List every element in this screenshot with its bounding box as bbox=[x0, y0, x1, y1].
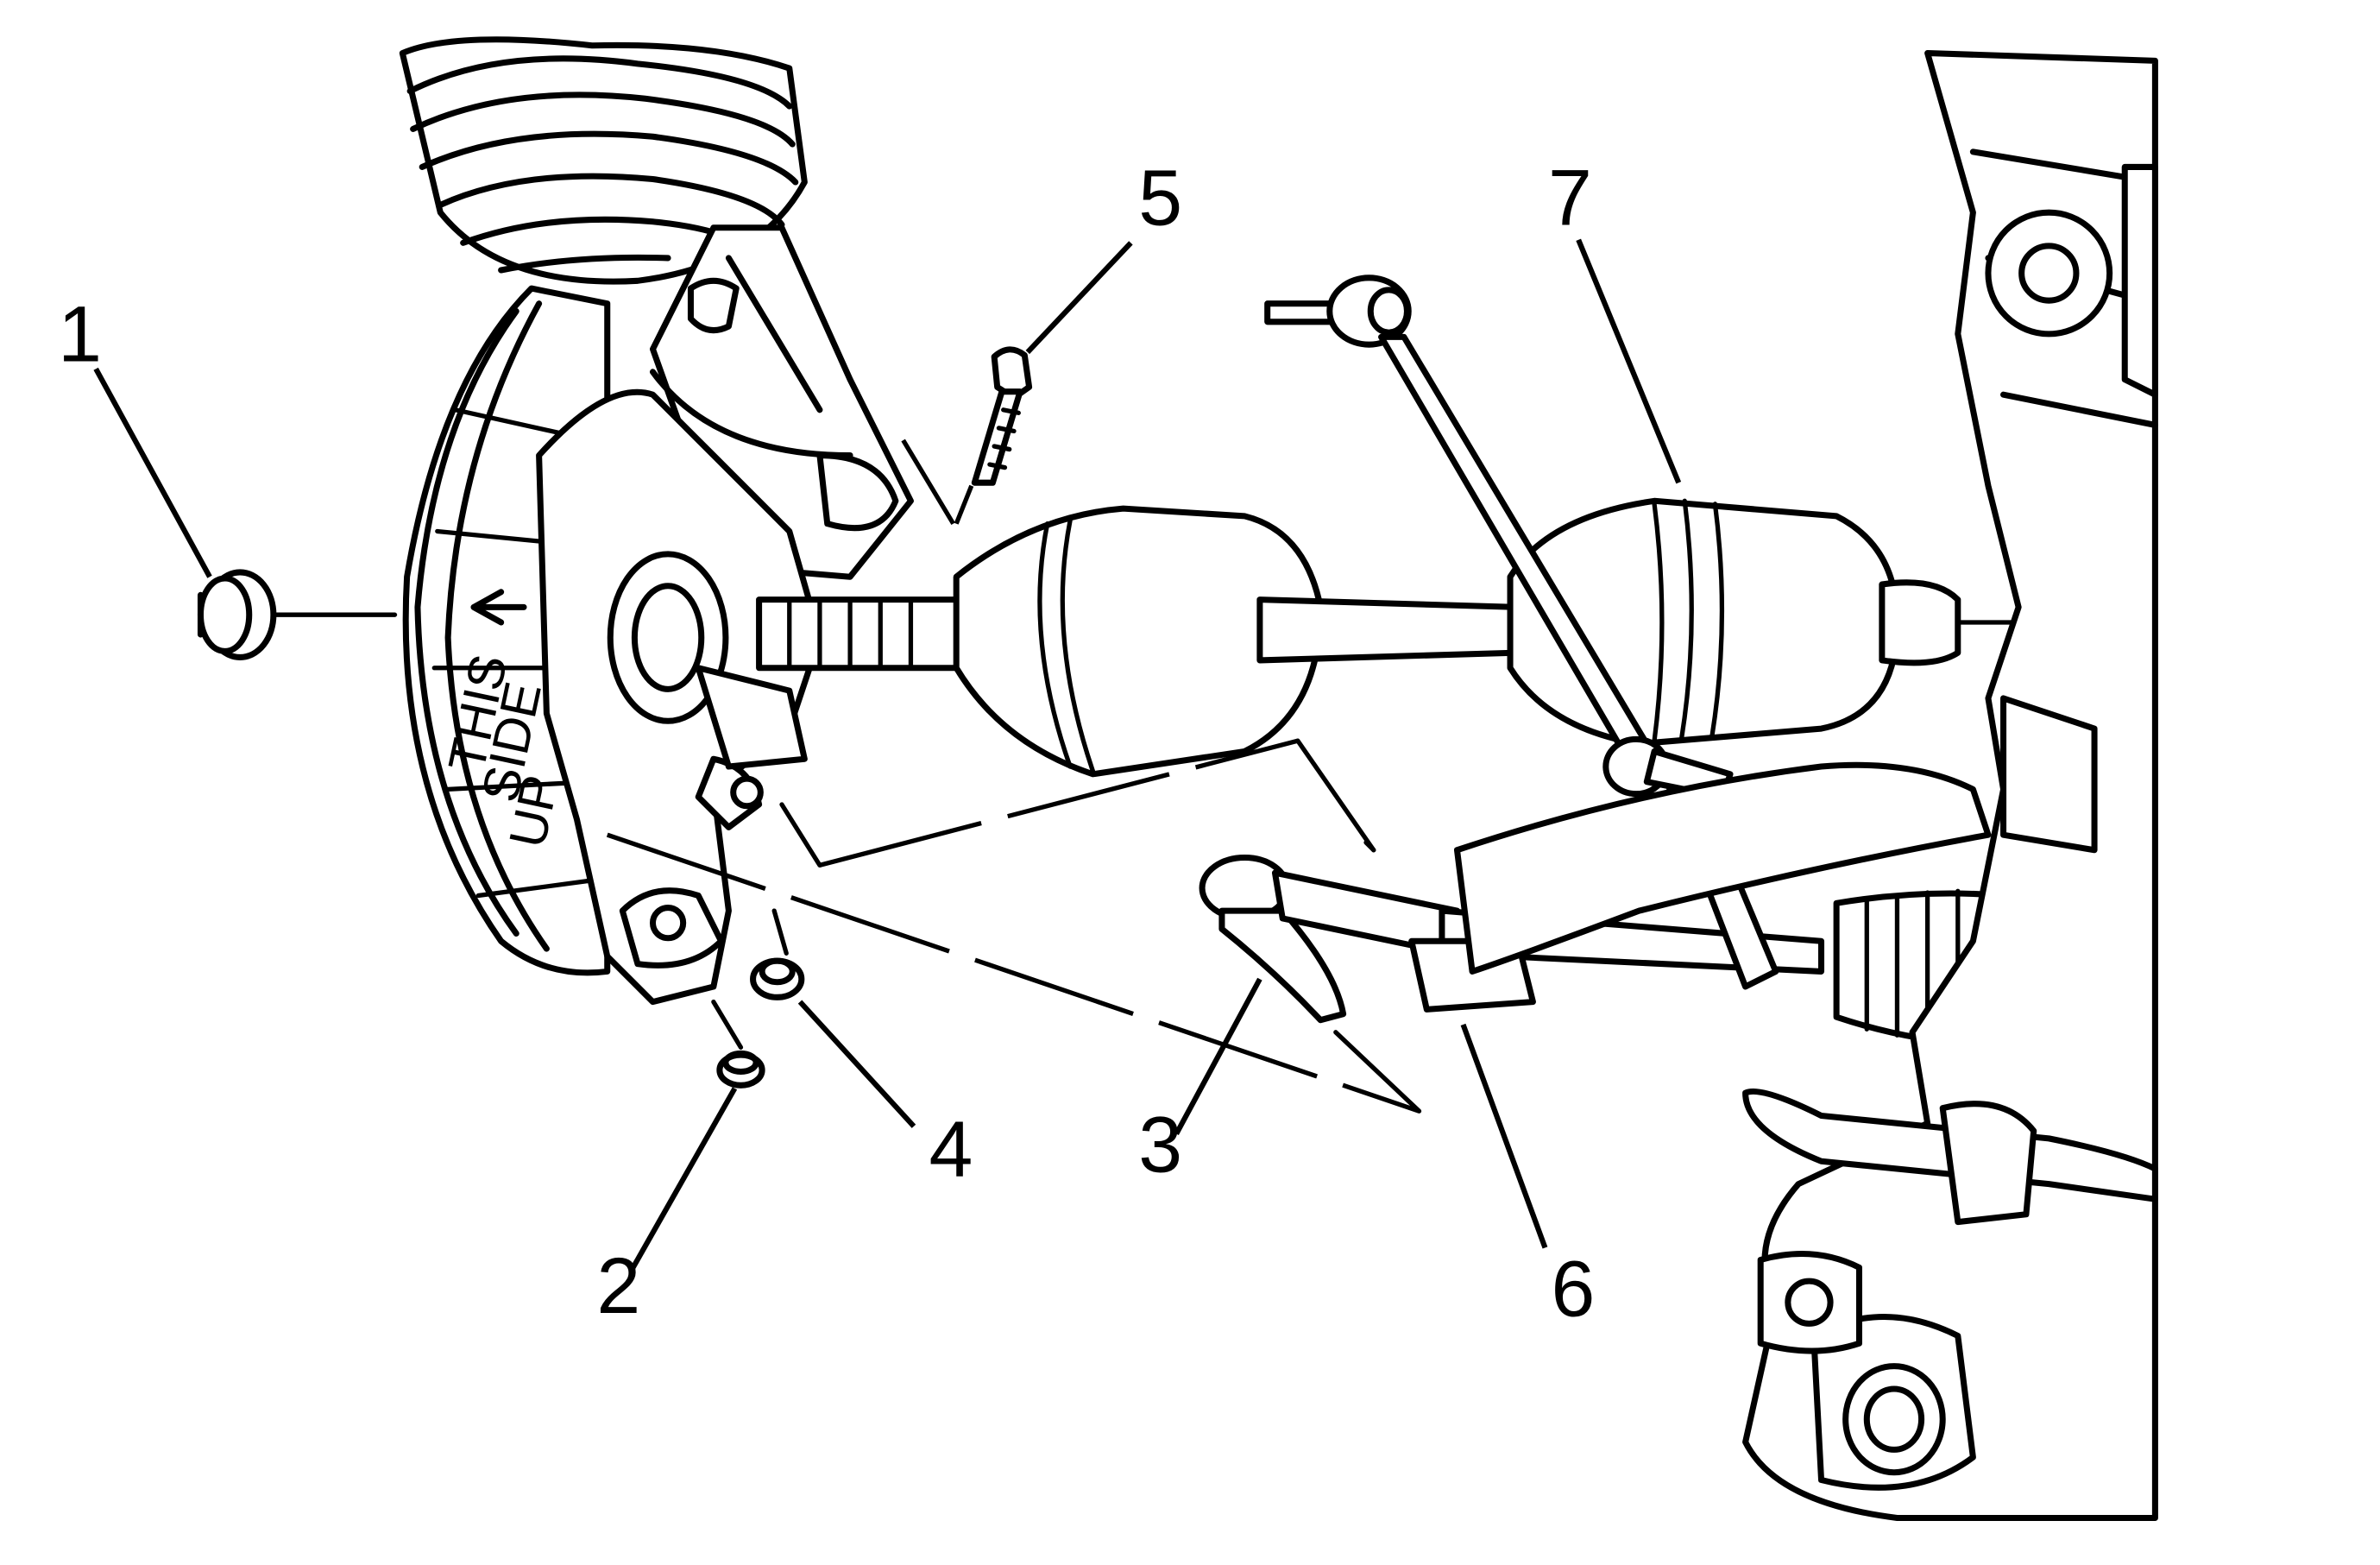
stabilizer-link bbox=[1264, 275, 1734, 800]
subframe bbox=[1742, 50, 2158, 1522]
steering-knuckle bbox=[536, 388, 823, 1006]
callout-1: 1 bbox=[58, 291, 102, 379]
lower-control-arm bbox=[1453, 761, 1992, 975]
callouts: 1 2 3 4 5 6 7 bbox=[58, 154, 1595, 1333]
nut-4 bbox=[750, 908, 805, 1000]
callout-4: 4 bbox=[929, 1106, 973, 1194]
exploded-view-lines bbox=[606, 738, 1422, 1114]
callout-5: 5 bbox=[1138, 154, 1182, 242]
callout-2: 2 bbox=[596, 1242, 640, 1330]
drive-axle bbox=[756, 497, 2037, 778]
strut-bolt bbox=[901, 346, 1033, 526]
leader-lines bbox=[93, 238, 1682, 1269]
axle-nut bbox=[197, 569, 398, 660]
coil-spring bbox=[399, 36, 808, 285]
nut-2 bbox=[711, 999, 765, 1089]
callout-3: 3 bbox=[1138, 1101, 1182, 1190]
callout-6: 6 bbox=[1552, 1246, 1596, 1334]
callout-7: 7 bbox=[1548, 154, 1592, 242]
